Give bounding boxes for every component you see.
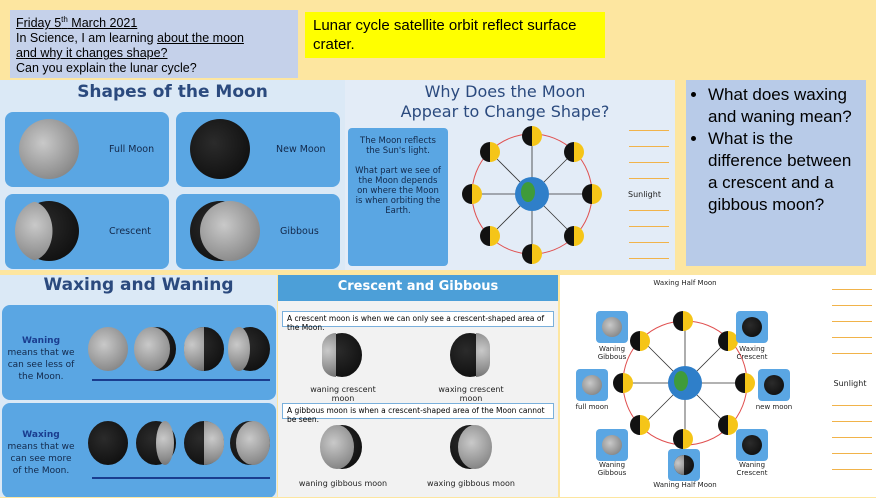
sunlight-label: Sunlight xyxy=(628,190,661,199)
learning-objective-box: Friday 5th March 2021 In Science, I am l… xyxy=(10,10,298,78)
caption-waning-gibbous: waning gibbous moon xyxy=(298,479,388,488)
full-moon-card xyxy=(576,369,608,401)
new-moon-card xyxy=(758,369,790,401)
full-moon-image xyxy=(19,119,79,179)
waxing-card: Waxing means that we can see more of the… xyxy=(2,403,276,497)
moon-phase-icon xyxy=(480,226,500,246)
explanation-2: What part we see of the Moon depends on … xyxy=(355,166,441,216)
caption-waning-crescent: waning crescent moon xyxy=(310,385,376,403)
caption-waxing-crescent: waxing crescent moon xyxy=(438,385,504,403)
moon-phase-icon xyxy=(522,126,542,146)
lunar-phases-orbit-panel: Waxing Half Moon Waning Gibbous Waxing C… xyxy=(560,275,876,497)
crescent-definition: A crescent moon is when we can only see … xyxy=(282,311,554,332)
waxing-crescent-card xyxy=(736,311,768,343)
waxing-half-moon-top: Waxing Half Moon xyxy=(653,279,717,287)
waning-gibbous-label-bottom: Waning Gibbous xyxy=(597,461,627,477)
moon-explanation-box: The Moon reflects the Sun's light. What … xyxy=(348,128,448,266)
waxwane-title: Waxing and Waning xyxy=(43,275,234,295)
moon-phase-icon xyxy=(522,244,542,264)
gibbous-card: Gibbous xyxy=(176,194,340,269)
full-moon-label: full moon xyxy=(575,403,609,411)
waning-card: Waning means that we can see less of the… xyxy=(2,305,276,400)
crescent-gibbous-panel: Crescent and Gibbous A crescent moon is … xyxy=(278,275,558,497)
waning-arrow xyxy=(92,379,270,381)
objective-text: In Science, I am learning xyxy=(16,31,158,46)
date-text: Friday 5th March 2021 xyxy=(16,15,138,31)
vocabulary-box: Lunar cycle satellite orbit reflect surf… xyxy=(305,12,605,58)
question-2: What is the difference between a crescen… xyxy=(708,128,860,216)
waning-gibbous-card xyxy=(596,311,628,343)
new-moon-image xyxy=(190,119,250,179)
gibbous-definition: A gibbous moon is when a crescent-shaped… xyxy=(282,403,554,424)
waxing-crescent-label-top: Waxing Crescent xyxy=(736,345,768,361)
moon-phase-icon xyxy=(564,142,584,162)
why-moon-changes-panel: Why Does the Moon Appear to Change Shape… xyxy=(345,80,675,270)
shapes-of-moon-panel: Shapes of the Moon Full Moon New Moon Cr… xyxy=(0,80,345,270)
waning-gibbous-label-top: Waning Gibbous xyxy=(597,345,627,361)
lunar-cycle-question: Can you explain the lunar cycle? xyxy=(16,61,197,76)
waning-half-moon-label: Waning Half Moon xyxy=(653,481,717,489)
cg-title: Crescent and Gibbous xyxy=(337,279,499,294)
objective-text-2: and why it changes shape? xyxy=(16,46,168,61)
moon-phase-icon xyxy=(564,226,584,246)
new-moon-label: New Moon xyxy=(276,144,326,155)
sunlight-label-2: Sunlight xyxy=(833,379,867,388)
waxing-waning-panel: Waxing and Waning Waning means that we c… xyxy=(0,275,277,497)
new-moon-card: New Moon xyxy=(176,112,340,187)
question-1: What does waxing and waning mean? xyxy=(708,84,860,128)
waning-gibbous-card-bottom xyxy=(596,429,628,461)
waxing-arrow xyxy=(92,477,270,479)
crescent-label: Crescent xyxy=(109,226,151,237)
explanation-1: The Moon reflects the Sun's light. xyxy=(360,136,436,156)
waning-crescent-card xyxy=(736,429,768,461)
why-title: Why Does the Moon Appear to Change Shape… xyxy=(400,82,610,121)
crescent-card: Crescent xyxy=(5,194,169,269)
full-moon-label: Full Moon xyxy=(109,144,155,155)
caption-waxing-gibbous: waxing gibbous moon xyxy=(427,479,515,488)
questions-panel: What does waxing and waning mean? What i… xyxy=(686,80,866,266)
waning-text: Waning means that we can see less of the… xyxy=(7,336,75,382)
moon-phase-icon xyxy=(582,184,602,204)
shapes-title: Shapes of the Moon xyxy=(77,82,268,102)
moon-phase-icon xyxy=(480,142,500,162)
new-moon-label: new moon xyxy=(755,403,793,411)
waning-crescent-label-bottom: Waning Crescent xyxy=(736,461,768,477)
waxing-text: Waxing means that we can see more of the… xyxy=(7,430,75,476)
gibbous-label: Gibbous xyxy=(280,226,319,237)
moon-phase-icon xyxy=(462,184,482,204)
waning-half-moon-card xyxy=(668,449,700,481)
full-moon-card: Full Moon xyxy=(5,112,169,187)
